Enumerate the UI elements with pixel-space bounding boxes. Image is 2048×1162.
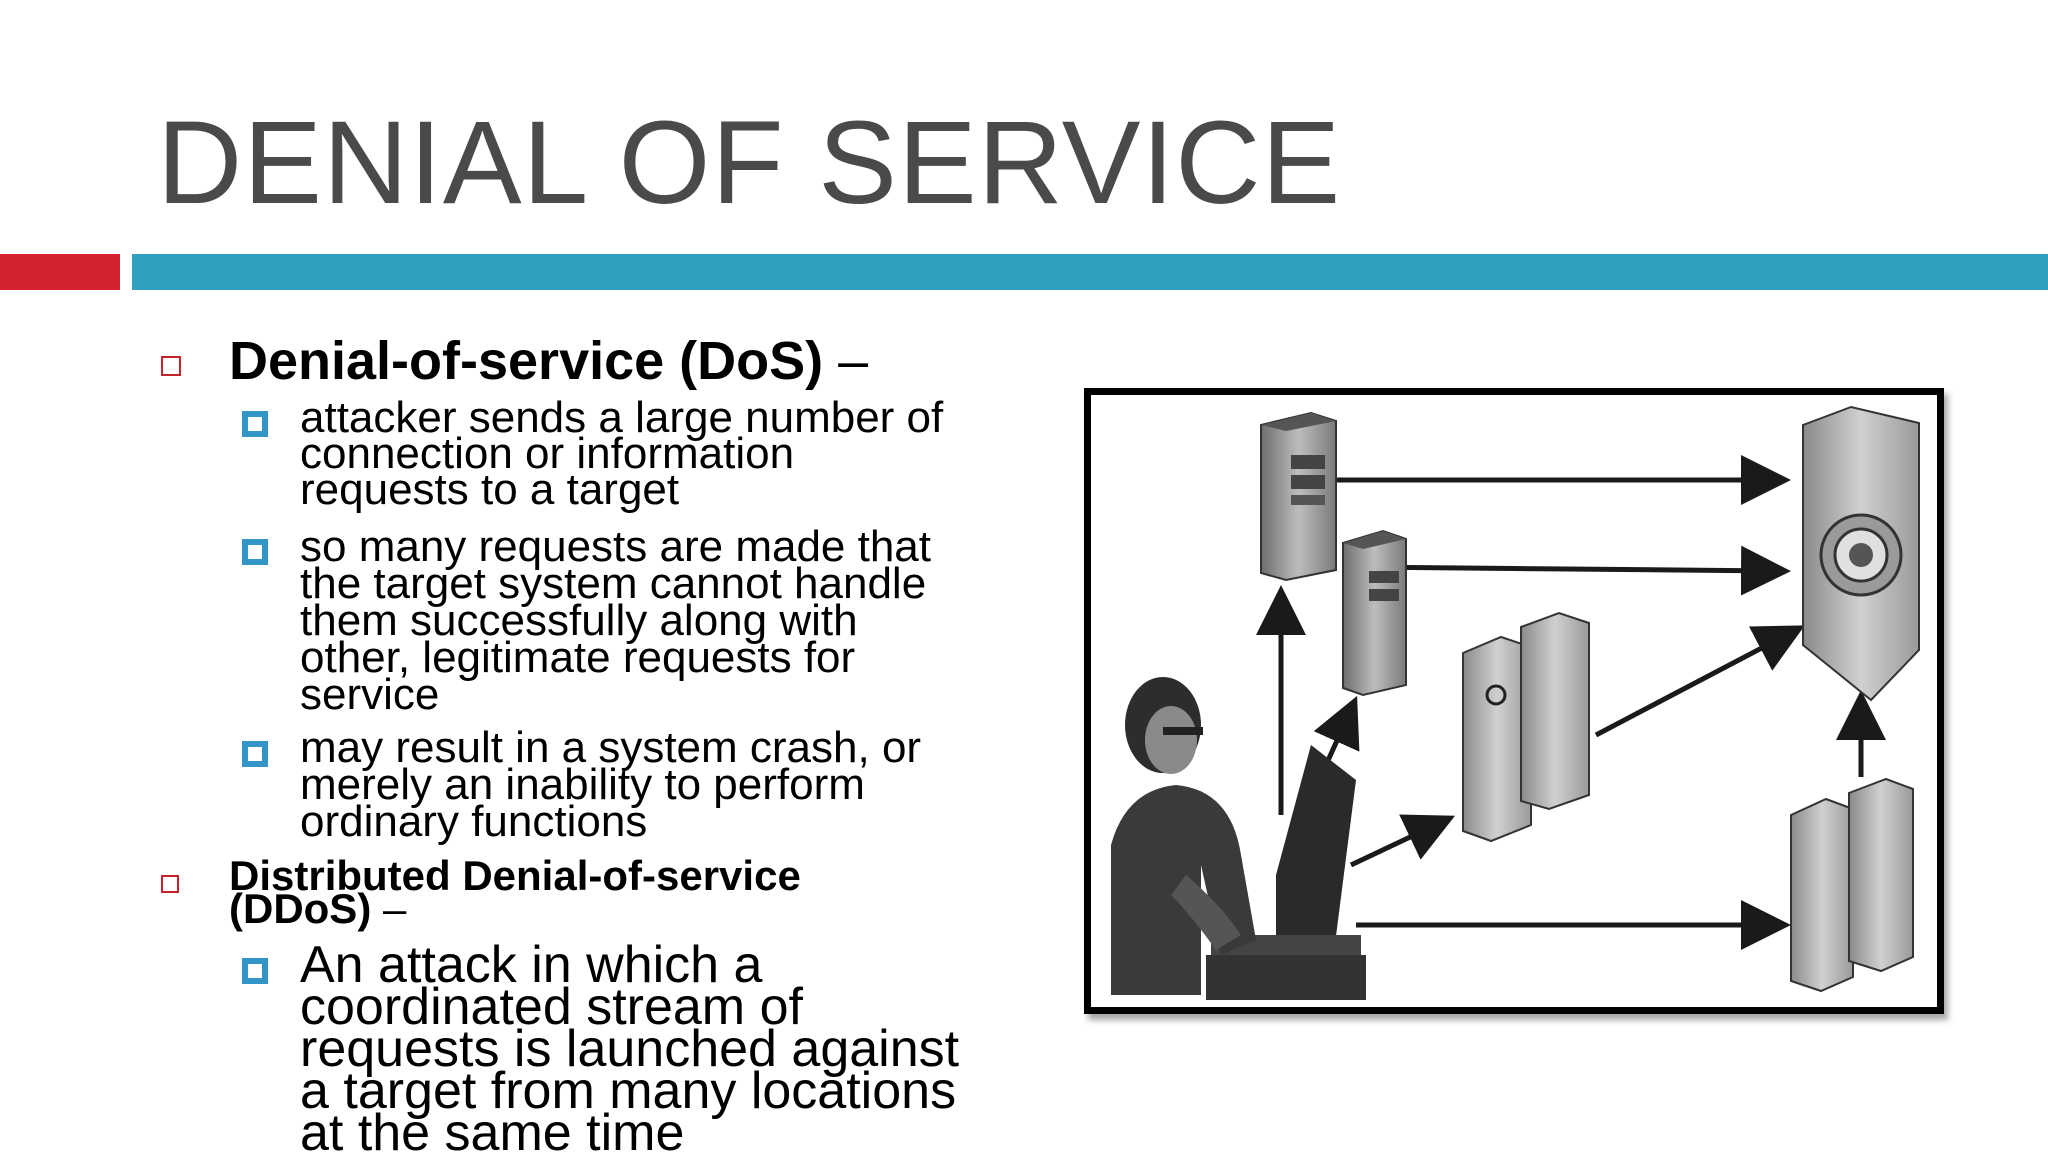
computer-monitor-icon [1206, 745, 1366, 1000]
arrow-line [1349, 814, 1456, 868]
slide-title: DENIAL OF SERVICE [157, 97, 1342, 229]
text-line: so many requests are made that [300, 522, 931, 571]
square-sub-bullet-icon [242, 411, 268, 437]
text-line: merely an inability to perform [300, 760, 865, 809]
arrow-line [1313, 695, 1360, 767]
text-line: coordinated stream of [300, 978, 803, 1036]
dos-heading: Denial-of-service (DoS) – [229, 330, 868, 392]
server-rack-icon [1790, 777, 1914, 993]
text-line: may result in a system crash, or [300, 723, 922, 772]
ddos-heading-acronym: (DDoS) [229, 885, 372, 932]
server-rack-icon [1462, 611, 1590, 843]
ddos-heading-line-2: (DDoS) – [229, 888, 801, 930]
text-line: requests is launched against [300, 1020, 960, 1078]
dos-heading-text: Denial-of-service (DoS) [229, 331, 824, 391]
text-line: service [300, 670, 440, 719]
ddos-item-1: An attack in which a coordinated stream … [300, 936, 960, 1162]
text-line: ordinary functions [300, 797, 648, 846]
dos-item-3: may result in a system crash, or merely … [300, 723, 922, 846]
square-sub-bullet-icon [242, 958, 268, 984]
title-accent-bar-red [0, 254, 120, 290]
ddos-heading-line: Distributed Denial-of-service [229, 852, 801, 899]
text-line: other, legitimate requests for [300, 633, 856, 682]
ddos-illustration-svg [1111, 405, 1920, 1000]
text-line: at the same time [300, 1104, 685, 1162]
square-sub-bullet-icon [242, 741, 268, 767]
server-tower-icon [1260, 411, 1337, 582]
title-accent-bar-teal [132, 254, 2048, 290]
text-line: An attack in which a [300, 936, 763, 994]
target-server-icon [1802, 405, 1920, 702]
attack-arrows [1256, 455, 1886, 950]
square-sub-bullet-icon [242, 539, 268, 565]
dos-heading-dash: – [838, 331, 869, 391]
arrow-line [1350, 545, 1791, 596]
text-line: attacker sends a large number of [300, 393, 944, 442]
slide-body: Denial-of-service (DoS) – attacker sends… [161, 330, 960, 1162]
ddos-heading-dash: – [382, 885, 407, 932]
dos-item-2: so many requests are made that the targe… [300, 522, 931, 719]
text-line: the target system cannot handle [300, 559, 927, 608]
ddos-illustration [1084, 388, 1944, 1014]
text-line: a target from many locations [300, 1062, 957, 1120]
text-line: them successfully along with [300, 596, 858, 645]
square-bullet-icon [161, 875, 179, 893]
attacker-person-icon [1111, 677, 1256, 995]
server-tower-icon [1342, 529, 1407, 697]
square-bullet-icon [161, 356, 181, 376]
dos-item-1: attacker sends a large number of connect… [300, 393, 944, 514]
arrow-line [1594, 625, 1805, 738]
text-line: requests to a target [300, 465, 680, 514]
text-line: connection or information [300, 429, 795, 478]
ddos-heading: Distributed Denial-of-service (DDoS) – [229, 852, 801, 930]
